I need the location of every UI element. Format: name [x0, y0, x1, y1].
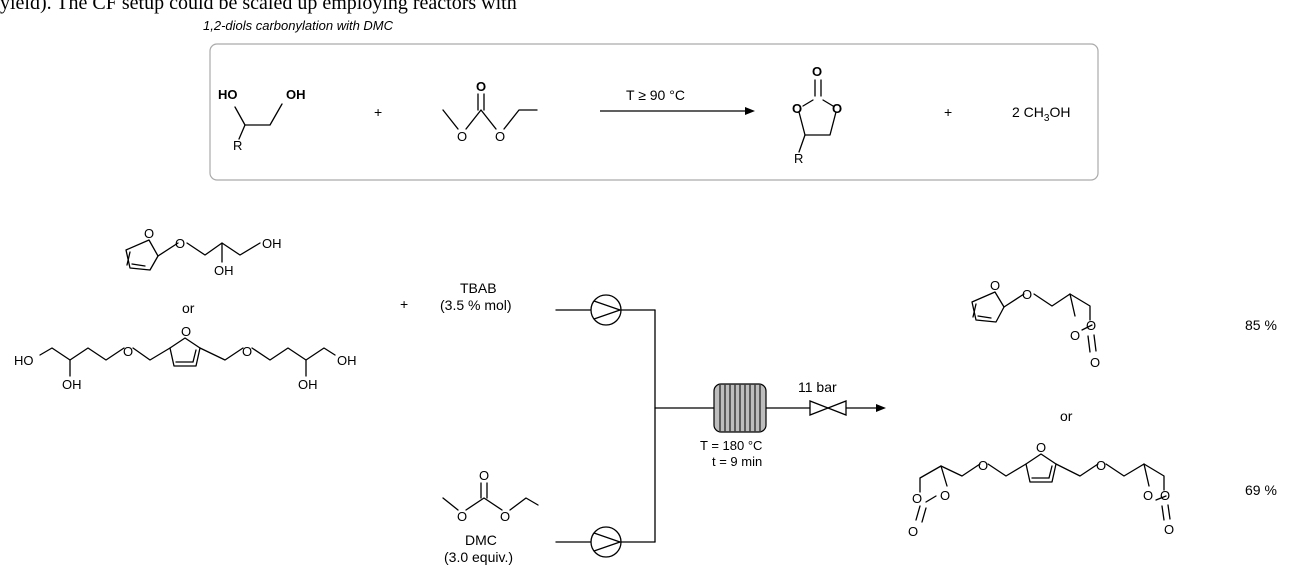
flow-dmc-o-left: O — [457, 509, 467, 524]
sm2-oh-mid-1: OH — [62, 377, 82, 392]
flow-dmc-o-right: O — [500, 509, 510, 524]
reactor-temperature: T = 180 °C — [700, 438, 762, 453]
p2-carbonyl-o: O — [908, 524, 918, 539]
yield-product-1: 85 % — [1245, 317, 1277, 333]
yield-product-2: 69 % — [1245, 482, 1277, 498]
p2-carbonate-o-2: O — [940, 488, 950, 503]
p2-carbonate-o-3: O — [1160, 488, 1170, 503]
p2-ether-o-2: O — [1096, 458, 1106, 473]
diol-oh-right: OH — [286, 87, 306, 102]
residence-time: t = 9 min — [712, 454, 762, 469]
product-1-furfuryl-carbonate: O O O O O — [971, 278, 1100, 370]
flow-dmc-carbonyl-o: O — [479, 468, 489, 483]
sm1-oh-mid: OH — [214, 263, 234, 278]
truncated-body-text: yield). The CF setup could be scaled up … — [0, 0, 517, 14]
carbonate-r-group: R — [794, 151, 803, 166]
sm1-ether-o: O — [175, 236, 185, 251]
cyclic-carbonate-structure: O O O R — [792, 64, 842, 166]
bis-glyceryl-furan: HO O O O OH OH OH — [14, 324, 357, 392]
dmc-structure: O O O — [442, 79, 538, 144]
p1-ether-o: O — [1022, 287, 1032, 302]
carbonate-carbonyl-o: O — [812, 64, 822, 79]
p1-carbonate-o-1: O — [1086, 318, 1096, 333]
section-title: 1,2-diols carbonylation with DMC — [203, 18, 394, 33]
sm2-ring-o: O — [181, 324, 191, 339]
dmc-o-right: O — [495, 129, 505, 144]
plus-sign-2: + — [944, 104, 952, 120]
plus-sign: + — [374, 104, 382, 120]
p2-carbonyl-o-2: O — [1164, 522, 1174, 537]
flow-dmc-structure: O O O — [442, 468, 539, 524]
pump-icon-1 — [590, 294, 622, 326]
back-pressure-valve-icon — [809, 400, 847, 416]
dmc-carbonyl-o: O — [476, 79, 486, 94]
diol-r-group: R — [233, 138, 242, 153]
p1-carbonyl-o: O — [1090, 355, 1100, 370]
p1-ring-o: O — [990, 278, 1000, 293]
product-2-bis-carbonate: O O O O O O O O O — [908, 440, 1174, 539]
carbonate-ring-o-right: O — [832, 101, 842, 116]
dmc-o-left: O — [457, 129, 467, 144]
p2-ether-o-1: O — [978, 458, 988, 473]
sm2-oh-mid-2: OH — [298, 377, 318, 392]
general-reaction-box — [209, 43, 1099, 181]
reaction-condition: T ≥ 90 °C — [626, 87, 685, 103]
reagent-tbab-amount: (3.5 % mol) — [440, 297, 512, 313]
methanol-byproduct: 2 CH3OH — [1012, 104, 1070, 124]
sm2-ether-o-2: O — [242, 344, 252, 359]
reagent-dmc-amount: (3.0 equiv.) — [444, 549, 513, 565]
carbonate-ring-o-left: O — [792, 101, 802, 116]
back-pressure: 11 bar — [798, 379, 837, 395]
reagent-tbab: TBAB — [460, 280, 497, 296]
pump-icon-2 — [590, 526, 622, 558]
or-label-2: or — [1060, 408, 1073, 424]
sm2-oh-right: OH — [337, 353, 357, 368]
sm2-oh-left: HO — [14, 353, 34, 368]
furfuryl-glycerol-ether: O O OH OH — [125, 226, 282, 278]
coil-reactor-icon — [713, 383, 767, 433]
flow-lines — [555, 309, 886, 543]
p1-carbonate-o-2: O — [1070, 328, 1080, 343]
sm1-ring-o: O — [144, 226, 154, 241]
sm2-ether-o-1: O — [123, 344, 133, 359]
diol-structure: HO OH R — [218, 87, 306, 153]
plus-sign-flow: + — [400, 296, 408, 312]
reaction-arrowhead — [745, 107, 755, 115]
or-label-1: or — [182, 300, 195, 316]
reagent-dmc: DMC — [465, 532, 497, 548]
p2-carbonate-o-1: O — [912, 491, 922, 506]
sm1-oh-end: OH — [262, 236, 282, 251]
p2-ring-o: O — [1036, 440, 1046, 455]
p2-carbonate-o-4: O — [1143, 488, 1153, 503]
diol-oh-left: HO — [218, 87, 238, 102]
